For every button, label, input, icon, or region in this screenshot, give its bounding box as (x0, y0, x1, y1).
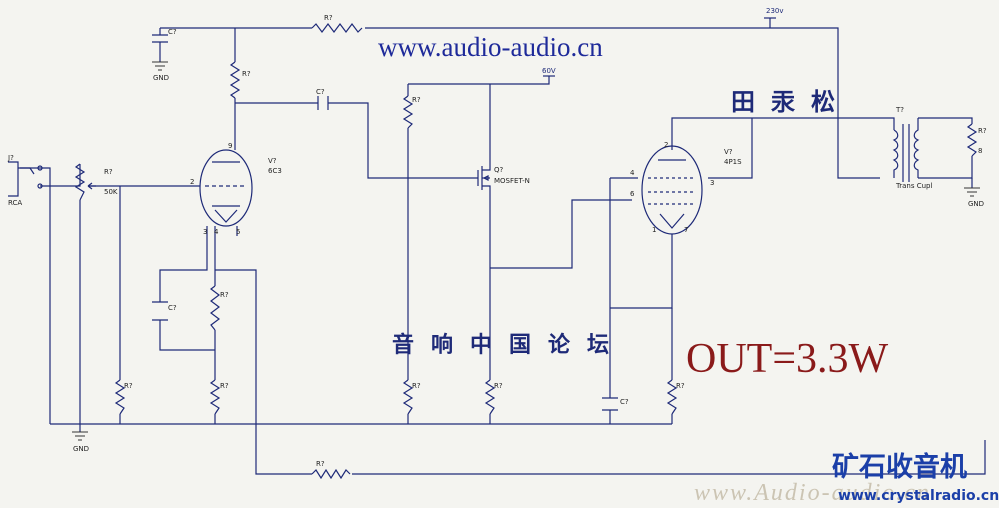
component-labels: 230v 60V C? GND R? R? C? R? J? RCA R? 50… (7, 7, 987, 468)
supply-markers (543, 17, 776, 77)
label-60v: 60V (542, 67, 556, 75)
label-q: Q? (494, 166, 504, 174)
rca-connector (8, 161, 43, 197)
capacitors (152, 34, 618, 411)
vertical-chinese-text: 音 响 中 国 论 坛 (392, 332, 609, 358)
label-gnd-right: GND (968, 200, 984, 208)
label-gnd-bottom: GND (73, 445, 89, 453)
resistor-grid-mosfet (402, 95, 414, 129)
resistor-grid-leak (114, 379, 126, 415)
resistor-src1 (402, 379, 414, 415)
label-v1: V? (268, 157, 277, 165)
ground-symbols (72, 61, 980, 441)
resistor-top (311, 23, 363, 33)
label-v2-pin7: 7 (684, 226, 688, 234)
cap-bypass (602, 397, 618, 411)
resistors (114, 23, 978, 480)
label-v1-pin3: 3 (203, 228, 207, 236)
label-connector: J? (7, 154, 14, 162)
transformer (892, 118, 920, 182)
resistor-output (966, 123, 978, 157)
label-v1-type: 6C3 (268, 167, 282, 175)
resistor-src3 (666, 379, 678, 415)
cap-cathode (152, 301, 168, 321)
label-c-couple: C? (316, 88, 325, 96)
label-r-src1: R? (412, 382, 421, 390)
cap-couple (317, 96, 329, 110)
resistor-cathode-v1b (209, 379, 221, 415)
label-c-cathode: C? (168, 304, 177, 312)
label-v2-pin3: 3 (710, 179, 714, 187)
label-r-grid: R? (124, 382, 133, 390)
mosfet (477, 164, 491, 192)
tube-v1 (199, 149, 253, 227)
watermark-top: www.audio-audio.cn (378, 32, 603, 62)
label-v2-pin1: 1 (652, 226, 656, 234)
label-r-feedback: R? (316, 460, 325, 468)
cap-top (152, 34, 168, 43)
label-r-out: R? (978, 127, 987, 135)
label-v1-pin5: 5 (236, 228, 240, 236)
label-r-mid: R? (412, 96, 421, 104)
logo-chinese: 矿石收音机 (832, 451, 967, 483)
label-230v: 230v (766, 7, 784, 15)
resistor-feedback (311, 468, 351, 480)
vchar-2: 中 (470, 332, 492, 358)
label-r-src2: R? (494, 382, 503, 390)
tchar-1: 汞 (771, 87, 796, 116)
tube-v2 (641, 145, 703, 235)
label-v1-pin9: 9 (228, 142, 232, 150)
vchar-3: 国 (509, 332, 531, 358)
label-c-top: C? (168, 28, 177, 36)
label-pot-value: 50K (104, 188, 118, 196)
label-gnd-top: GND (153, 74, 169, 82)
vchar-4: 论 (548, 332, 571, 358)
vchar-1: 响 (431, 332, 453, 358)
label-rca: RCA (8, 199, 22, 207)
wires (20, 18, 986, 475)
label-r-cathode: R? (220, 291, 229, 299)
logo-url: www.crystalradio.cn (838, 488, 999, 504)
watermark-bottom: www.Audio-audio.cn (694, 480, 931, 506)
vchar-0: 音 (392, 332, 414, 358)
label-r-cathode-b: R? (220, 382, 229, 390)
vchar-5: 坛 (587, 332, 609, 358)
label-v1-pin4: 4 (214, 228, 219, 236)
label-v2-type: 4P1S (724, 158, 742, 166)
top-right-chinese-text: 田 汞 松 (731, 87, 835, 116)
label-r-out-val: 8 (978, 147, 982, 155)
label-v2-pin4: 4 (630, 169, 635, 177)
label-c-bypass: C? (620, 398, 629, 406)
label-q-type: MOSFET-N (494, 177, 530, 185)
potentiometer (74, 163, 96, 201)
tchar-2: 松 (811, 87, 835, 116)
label-r-top: R? (324, 14, 333, 22)
resistor-src2 (484, 379, 496, 415)
label-v1-pin2: 2 (190, 178, 194, 186)
resistor-plate-v1 (229, 61, 241, 99)
resistor-cathode-v1 (210, 285, 220, 331)
label-r-plate: R? (242, 70, 251, 78)
label-v2-pin6: 6 (630, 190, 635, 198)
label-t: T? (895, 106, 904, 114)
output-power-label: OUT=3.3W (686, 336, 889, 382)
tchar-0: 田 (731, 87, 755, 116)
label-v2: V? (724, 148, 733, 156)
label-v2-pin2: 2 (664, 141, 668, 149)
label-trans: Trans Cupl (895, 182, 932, 190)
label-pot: R? (104, 168, 113, 176)
label-r-src3: R? (676, 382, 685, 390)
